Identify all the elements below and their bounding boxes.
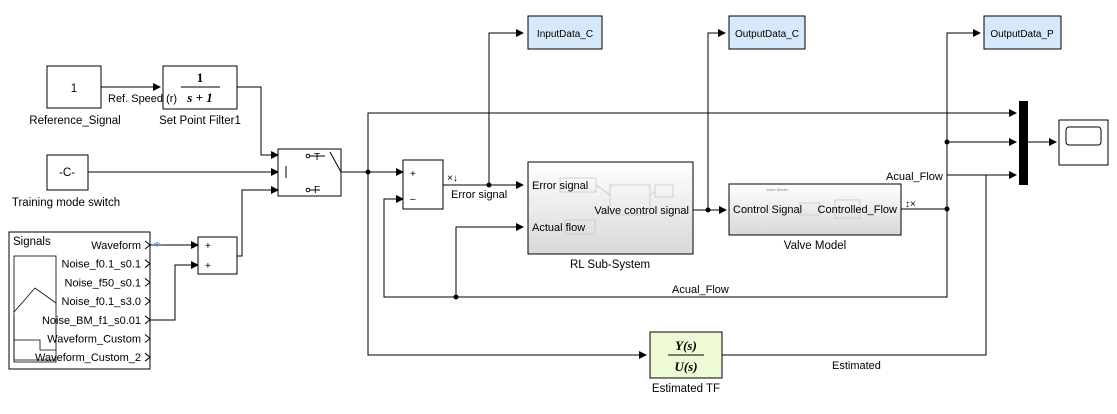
outputdata-c-block[interactable]: OutputData_C xyxy=(728,15,806,50)
svg-text:Controlled_Flow: Controlled_Flow xyxy=(818,204,898,216)
error-signal-label: Error signal xyxy=(451,189,507,201)
svg-text:-C-: -C- xyxy=(59,167,75,179)
rl-subsystem-block[interactable]: Error signal Actual flow Valve control s… xyxy=(527,161,694,271)
wire-ref-to-scope[interactable] xyxy=(367,109,1017,172)
scope-screen-icon xyxy=(1065,126,1102,146)
estimated-tf-block[interactable]: Y(s) U(s) Estimated TF xyxy=(649,331,723,395)
training-mode-block[interactable]: -C- Training mode switch xyxy=(12,154,120,209)
junction-dots xyxy=(365,139,950,300)
signals-output-port[interactable] xyxy=(144,296,151,306)
svg-text:+: + xyxy=(205,261,211,272)
svg-text:U(s): U(s) xyxy=(674,359,697,374)
rl-subsystem-name: RL Sub-System xyxy=(570,259,650,271)
svg-text:InputData_C: InputData_C xyxy=(537,29,593,40)
signals-output-label: Noise_f50_s0.1 xyxy=(65,277,141,289)
reference-signal-name: Reference_Signal xyxy=(29,115,120,127)
wire-feedback-to-sum2[interactable] xyxy=(383,195,948,298)
signals-output-port[interactable] xyxy=(144,315,151,325)
probe-icon-2: ↕× xyxy=(905,199,916,210)
estimated-label: Estimated xyxy=(832,360,881,372)
signals-title: Signals xyxy=(13,236,51,248)
probe-icon-1: ×↓ xyxy=(447,173,458,184)
signals-output-port[interactable] xyxy=(144,259,151,269)
signal-lines xyxy=(88,29,1057,359)
reference-signal-block[interactable]: 1 Reference_Signal xyxy=(29,65,121,127)
training-mode-name: Training mode switch xyxy=(12,197,120,209)
svg-text:T: T xyxy=(314,152,320,163)
signals-output-port[interactable] xyxy=(144,352,151,362)
wire-sum1-to-switch[interactable] xyxy=(237,186,279,257)
svg-text:Y(s): Y(s) xyxy=(675,338,697,353)
signals-output-label: Noise_BM_f1_s0.01 xyxy=(42,315,141,327)
signals-output-label: Noise_f0.1_s3.0 xyxy=(62,296,142,308)
signals-output-label: Waveform_Custom xyxy=(47,334,141,346)
signals-output-label: Waveform xyxy=(91,240,141,252)
signals-output-port[interactable] xyxy=(144,240,151,250)
svg-text:+: + xyxy=(205,241,211,252)
svg-text:OutputData_C: OutputData_C xyxy=(735,29,799,40)
sum1-block[interactable]: + + xyxy=(197,236,238,275)
svg-text:1: 1 xyxy=(71,83,77,95)
wire-control-to-outputc[interactable] xyxy=(707,29,726,210)
svg-text:Actual flow: Actual flow xyxy=(532,222,585,234)
wire-flow-to-outputp[interactable] xyxy=(946,29,981,209)
svg-text:Valve control signal: Valve control signal xyxy=(594,205,689,217)
signals-output-label: Waveform_Custom_2 xyxy=(35,352,141,364)
estimated-tf-name: Estimated TF xyxy=(652,383,720,395)
sum2-block[interactable]: + – xyxy=(402,159,444,210)
svg-text:–: – xyxy=(410,194,416,205)
signals-output-label: Noise_f0.1_s0.1 xyxy=(62,259,142,271)
scope-block[interactable] xyxy=(1058,119,1109,166)
svg-text:1: 1 xyxy=(197,70,204,85)
svg-text:OutputData_P: OutputData_P xyxy=(990,29,1054,40)
valve-model-block[interactable]: Valve Model Control Signal Controlled_Fl… xyxy=(728,183,902,252)
signals-output-port[interactable] xyxy=(144,334,151,343)
wire-error-to-inputdata[interactable] xyxy=(488,29,524,185)
wire-noise-to-sum1[interactable] xyxy=(150,261,199,321)
set-point-filter-name: Set Point Filter1 xyxy=(159,115,241,127)
inputdata-c-block[interactable]: InputData_C xyxy=(527,15,603,50)
outputdata-p-block[interactable]: OutputData_P xyxy=(983,15,1062,50)
acual-flow-bottom-label: Acual_Flow xyxy=(672,284,729,296)
wire-ref-to-tf[interactable] xyxy=(367,172,647,359)
svg-text:Control Signal: Control Signal xyxy=(733,204,802,216)
signals-block[interactable]: Signals WaveformNoise_f0.1_s0.1Noise_f50… xyxy=(8,231,162,370)
wireless-icon xyxy=(152,242,162,247)
svg-text:+: + xyxy=(410,169,416,180)
svg-text:Valve Model: Valve Model xyxy=(766,187,788,192)
signals-output-port[interactable] xyxy=(144,278,151,287)
wire-tf-to-scope[interactable] xyxy=(722,175,987,356)
wire-feedback-to-rl[interactable] xyxy=(455,223,524,297)
wire-filter-to-switch[interactable] xyxy=(237,86,279,159)
svg-text:s + 1: s + 1 xyxy=(186,90,212,105)
svg-text:Error signal: Error signal xyxy=(532,180,588,192)
ref-speed-label: Ref. Speed (r) xyxy=(108,93,177,105)
set-point-filter-block[interactable]: 1 s + 1 Set Point Filter1 xyxy=(159,65,241,127)
switch-block[interactable]: T F xyxy=(277,148,342,197)
mux-block[interactable] xyxy=(1019,101,1028,185)
acual-flow-top-label: Acual_Flow xyxy=(886,171,943,183)
valve-model-name: Valve Model xyxy=(784,240,846,252)
